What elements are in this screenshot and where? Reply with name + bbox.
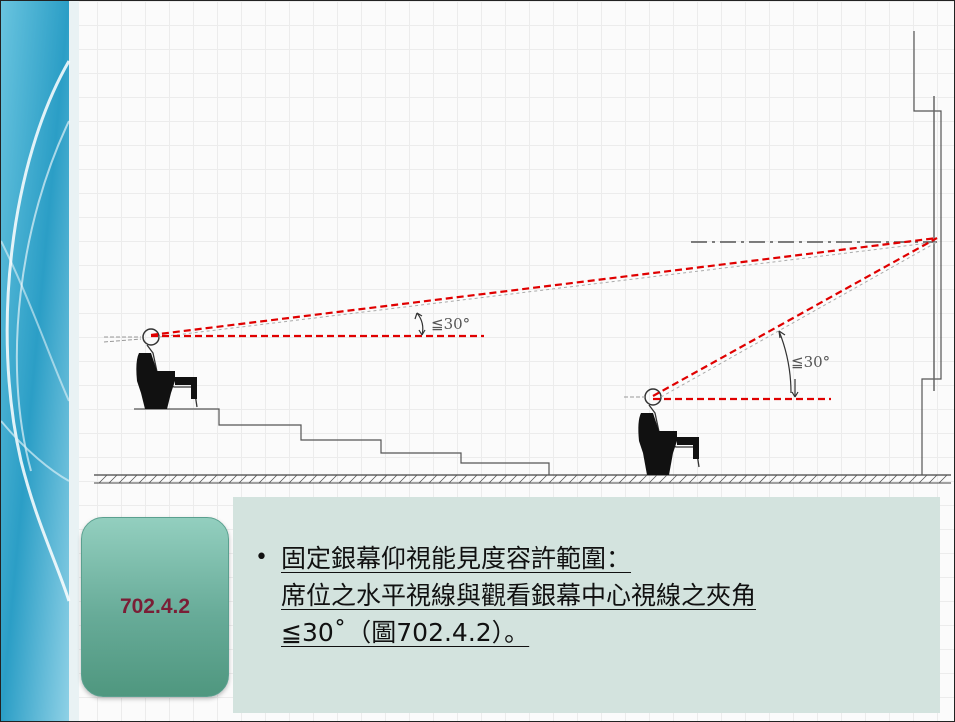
bullet-line-2: 席位之水平視線與觀看銀幕中心視線之夾角: [281, 581, 757, 610]
red-sightlines: [150, 236, 938, 401]
upper-angle-arc: [416, 312, 424, 336]
upper-angle-label: ≦30°: [431, 315, 470, 333]
bullet-line-1: 固定銀幕仰視能見度容許範圍：: [281, 544, 632, 573]
section-badge: 702.4.2: [81, 517, 229, 697]
front-viewer-figure: [624, 388, 700, 475]
bullet-dot: •: [255, 545, 268, 570]
front-screen-sightline: [652, 237, 938, 397]
screen-wall: [913, 31, 942, 475]
stepped-seating: [134, 408, 550, 475]
section-number: 702.4.2: [119, 595, 191, 618]
rear-screen-sightline: [150, 236, 938, 337]
lower-angle-arc: [778, 330, 792, 394]
sightline-diagram: ≦30° ≦30°: [94, 31, 951, 484]
floor-hatching: [98, 474, 948, 484]
lower-angle-label: ≦30°: [791, 353, 830, 371]
description-box: • 固定銀幕仰視能見度容許範圍： 席位之水平視線與觀看銀幕中心視線之夾角 ≦30…: [233, 497, 940, 713]
decorative-side-swoosh: [1, 1, 79, 721]
bullet-line-3: ≦30˚（圖702.4.2）。: [281, 618, 530, 647]
rear-viewer-figure: [103, 328, 198, 409]
